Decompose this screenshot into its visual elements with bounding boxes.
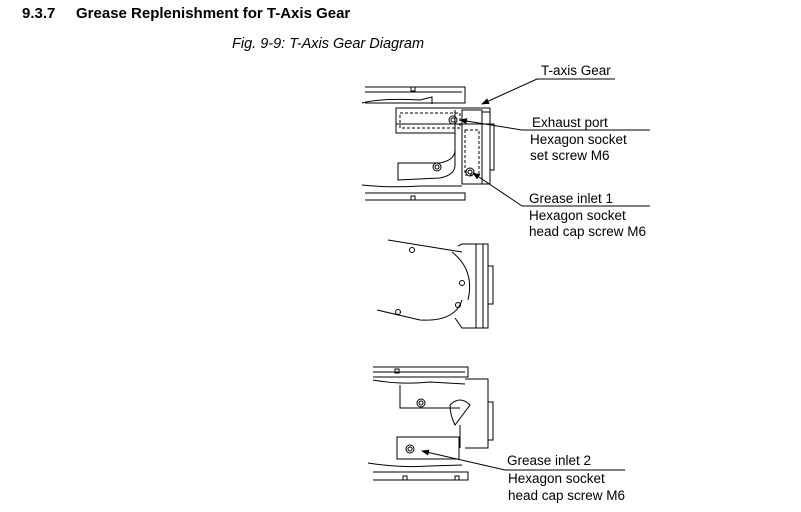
grease-inlet-2-type: Hexagon socket: [508, 471, 605, 486]
exhaust-port-type: Hexagon socket: [530, 132, 627, 147]
exhaust-port-screw: set screw M6: [530, 148, 610, 163]
section-title: Grease Replenishment for T-Axis Gear: [76, 5, 351, 22]
t-axis-gear-label: T-axis Gear: [541, 63, 611, 78]
bottom-view-drawing: [367, 366, 494, 481]
exhaust-port-label: Exhaust port: [532, 115, 608, 130]
figure-caption: Fig. 9-9: T-Axis Gear Diagram: [232, 36, 425, 52]
side-view-drawing: [376, 239, 494, 329]
top-view-drawing: [361, 86, 495, 201]
leader-lines: [421, 78, 650, 471]
grease-inlet-1-screw: head cap screw M6: [529, 224, 647, 239]
section-heading: 9.3.7 Grease Replenishment for T-Axis Gea…: [22, 5, 350, 22]
grease-inlet-2-screw: head cap screw M6: [508, 488, 626, 503]
grease-inlet-1-label: Grease inlet 1: [529, 191, 614, 206]
section-number: 9.3.7: [22, 5, 56, 22]
grease-inlet-1-type: Hexagon socket: [529, 208, 626, 223]
grease-inlet-2-label: Grease inlet 2: [507, 453, 592, 468]
